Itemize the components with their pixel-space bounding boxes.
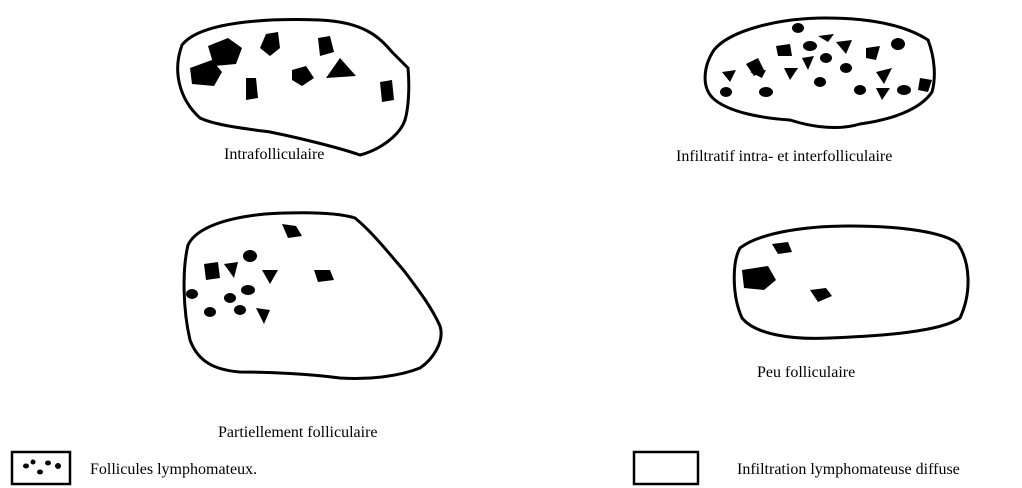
node-outline-intrafolliculaire: [176, 18, 411, 157]
legend-follicule-label: Follicules lymphomateux.: [90, 461, 258, 478]
follicle: [897, 85, 911, 95]
follicle: [204, 307, 216, 317]
follicle: [720, 87, 732, 97]
follicle: [820, 53, 832, 63]
legend-diffuse-label: Infiltration lymphomateuse diffuse: [737, 461, 960, 478]
legend-follicule-swatch: [10, 450, 72, 486]
caption-intrafolliculaire: Intrafolliculaire: [224, 146, 325, 163]
legend-dot: [37, 469, 43, 475]
legend-dot: [23, 463, 29, 469]
follicle: [792, 23, 804, 33]
follicle: [866, 46, 880, 60]
follicle: [722, 70, 736, 82]
follicles-peu: [742, 242, 832, 302]
follicle: [876, 88, 890, 100]
follicle: [282, 224, 302, 238]
follicle: [814, 77, 826, 87]
follicle: [256, 308, 270, 324]
panel-partiellement: [182, 211, 443, 380]
follicle: [243, 250, 257, 262]
follicle: [204, 262, 220, 280]
follicle: [810, 288, 832, 302]
follicle: [318, 36, 334, 56]
node-outline-infiltratif: [703, 16, 936, 129]
follicle: [802, 56, 814, 70]
follicle: [772, 242, 792, 254]
follicle: [776, 44, 792, 56]
follicle: [208, 38, 242, 66]
follicle: [818, 34, 834, 42]
follicle: [260, 32, 280, 56]
follicle: [246, 78, 258, 100]
follicle: [326, 58, 356, 78]
legend: [10, 450, 700, 486]
legend-follicule-dots: [23, 459, 61, 475]
follicle: [854, 85, 866, 95]
follicle: [891, 38, 905, 50]
follicle: [750, 70, 766, 78]
follicles-infiltratif: [720, 23, 932, 100]
follicle: [840, 63, 852, 73]
follicle: [234, 305, 246, 315]
panel-infiltratif: [703, 16, 936, 129]
node-outline-partiellement: [182, 211, 443, 380]
caption-infiltratif: Infiltratif intra- et interfolliculaire: [676, 148, 893, 165]
follicle: [380, 80, 394, 102]
follicle: [918, 78, 932, 92]
follicle: [314, 270, 334, 282]
legend-dot: [45, 460, 51, 466]
panel-peu: [732, 224, 970, 340]
panel-intrafolliculaire: [176, 18, 411, 157]
follicle: [803, 41, 817, 51]
node-outline-peu: [732, 224, 970, 340]
caption-partiellement: Partiellement folliculaire: [218, 424, 378, 441]
follicle: [262, 270, 278, 284]
caption-peu: Peu folliculaire: [757, 364, 856, 381]
follicle: [836, 40, 852, 54]
follicles-intrafolliculaire: [190, 32, 394, 102]
follicle: [759, 87, 773, 97]
follicle: [292, 66, 314, 86]
follicles-partiellement: [186, 224, 334, 324]
follicle: [742, 266, 776, 290]
follicle: [784, 68, 798, 80]
follicle: [224, 293, 236, 303]
legend-dot: [55, 463, 61, 469]
follicle: [241, 285, 255, 295]
follicle: [186, 289, 198, 299]
legend-dot: [30, 459, 36, 465]
follicle: [224, 262, 238, 278]
legend-diffuse-swatch: [632, 450, 700, 486]
follicle: [190, 60, 222, 86]
follicle: [876, 68, 892, 84]
